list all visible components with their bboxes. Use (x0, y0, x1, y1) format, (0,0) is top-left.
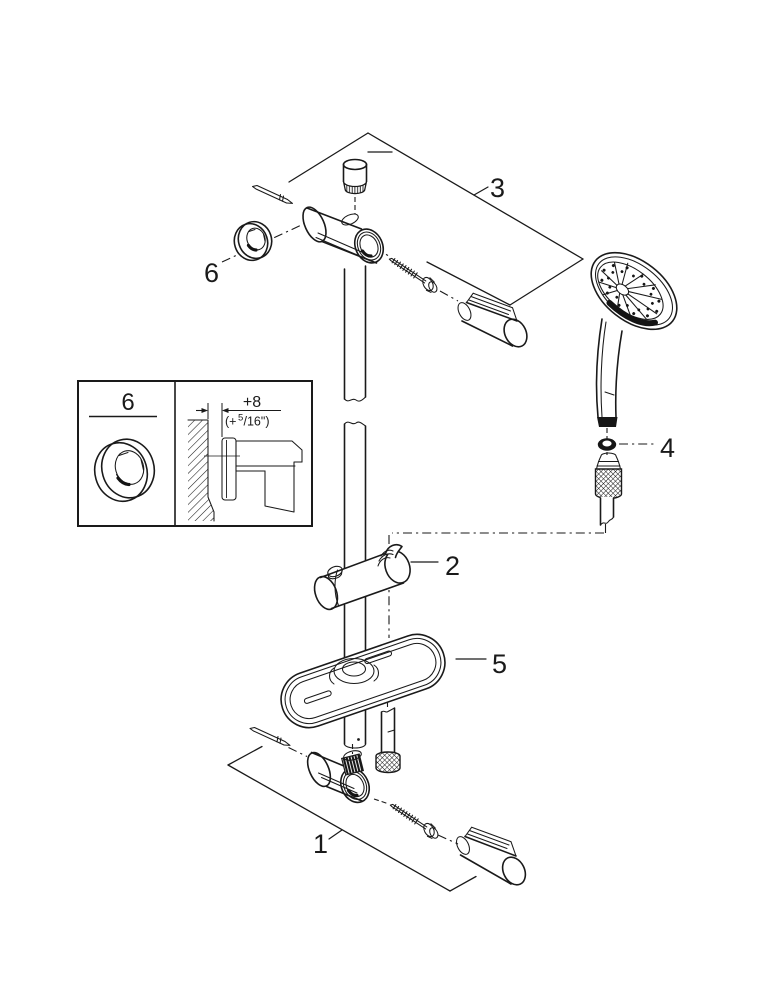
inset-detail-box: 6 +8 (77, 380, 313, 527)
soap-tray (280, 633, 446, 729)
inset-dim-inch-sup: 5 (238, 413, 243, 424)
callout-4-label: 4 (660, 433, 675, 463)
wall-plug-top (457, 292, 528, 348)
glide-element (313, 543, 411, 611)
inset-part-number: 6 (121, 389, 134, 416)
top-wall-bracket (302, 206, 385, 264)
callout-1-leader (328, 829, 343, 840)
mounting-screw-top (388, 257, 438, 293)
shower-hose-bottom-end (375, 707, 401, 774)
group-box-top (288, 132, 584, 306)
callout-6-label: 6 (204, 258, 219, 288)
mounting-screw-bottom (389, 803, 439, 839)
callout-3-label: 3 (490, 173, 505, 203)
bottom-wall-bracket (306, 750, 371, 804)
group-box-bottom (227, 745, 477, 892)
inset-dim-inch-rest: /16") (244, 415, 270, 429)
wall-plug-bottom (456, 826, 527, 886)
callout-5-label: 5 (492, 649, 507, 679)
cover-cap (342, 158, 368, 195)
shower-hose-top-end (594, 452, 623, 526)
spacer-ring (233, 220, 273, 262)
hand-shower (590, 251, 678, 427)
inset-dim-inch-open: (+ (225, 415, 236, 429)
fixing-pin-top (251, 184, 294, 204)
callout-3-leader (473, 186, 489, 196)
callout-1-label: 1 (313, 829, 328, 859)
hose-gasket (597, 438, 617, 451)
inset-wall-section (187, 419, 215, 522)
callout-2-label: 2 (445, 551, 460, 581)
inset-dimension: +8 (+ 5 /16") (196, 394, 281, 457)
inset-dim-mm: +8 (243, 394, 261, 411)
fixing-pin-bottom (249, 726, 291, 746)
inset-spacer-ring-3d (93, 438, 156, 503)
